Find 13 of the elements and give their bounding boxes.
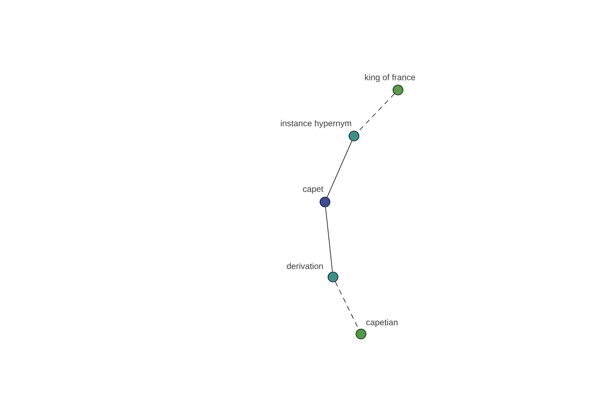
node-label: king of france <box>365 74 416 82</box>
node-circle <box>348 130 360 142</box>
connector-line <box>325 206 333 272</box>
node-circle <box>320 196 330 208</box>
node-label: derivation <box>286 262 323 270</box>
node-circle <box>356 328 366 340</box>
connector-line <box>357 94 395 132</box>
node-label: capetian <box>366 319 398 327</box>
node-circle <box>392 84 404 96</box>
node-label: instance hypernym <box>280 120 352 128</box>
node-circle <box>328 272 338 282</box>
node-label: capet <box>302 186 324 194</box>
connector-line <box>326 140 352 198</box>
